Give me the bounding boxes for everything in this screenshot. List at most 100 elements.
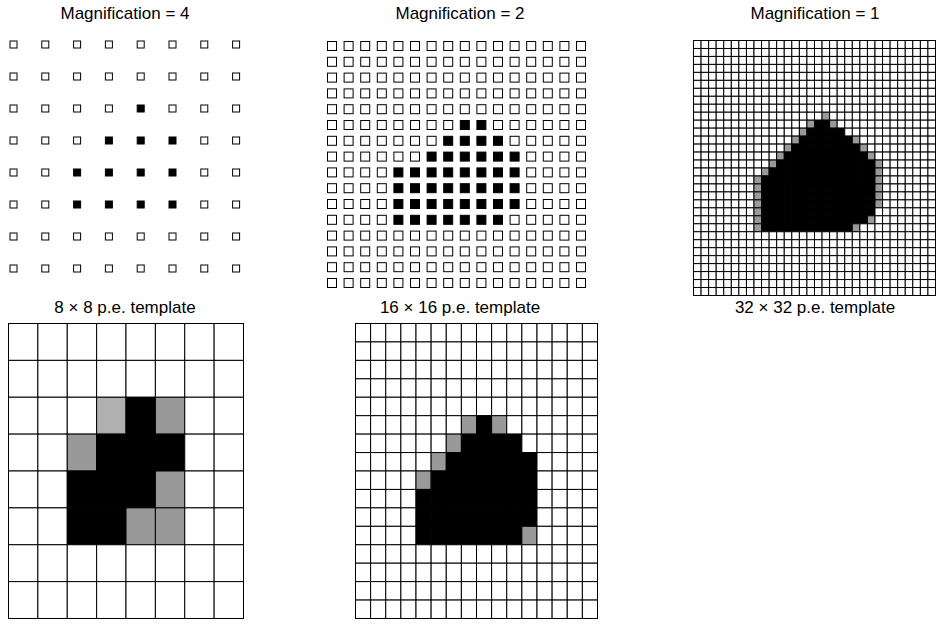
template-cell bbox=[837, 248, 845, 256]
sample-dot bbox=[444, 152, 453, 161]
template-cell bbox=[709, 176, 717, 184]
template-cell bbox=[746, 72, 754, 80]
template-cell bbox=[822, 128, 830, 136]
template-cell bbox=[694, 120, 702, 128]
sample-dot bbox=[460, 73, 469, 82]
template-cell bbox=[890, 48, 898, 56]
template-cell bbox=[920, 112, 928, 120]
template-cell bbox=[777, 64, 785, 72]
template-cell bbox=[807, 56, 815, 64]
sample-dot bbox=[74, 41, 81, 48]
template-cell bbox=[815, 128, 823, 136]
template-cell bbox=[890, 80, 898, 88]
template-cell bbox=[582, 545, 597, 563]
sample-dot bbox=[201, 137, 208, 144]
template-cell bbox=[883, 112, 891, 120]
template-cell bbox=[754, 288, 762, 296]
template-cell bbox=[867, 240, 875, 248]
template-cell bbox=[913, 280, 921, 288]
template-cell bbox=[431, 324, 446, 342]
template-cell bbox=[431, 453, 446, 471]
sample-dot bbox=[444, 121, 453, 130]
sample-dot bbox=[394, 263, 403, 272]
template-cell bbox=[928, 152, 936, 160]
sample-dot bbox=[560, 184, 569, 193]
template-cell bbox=[784, 184, 792, 192]
template-cell bbox=[416, 342, 431, 360]
template-cell bbox=[461, 582, 476, 600]
template-cell bbox=[867, 104, 875, 112]
template-cell bbox=[860, 112, 868, 120]
template-cell bbox=[701, 184, 709, 192]
template-cell bbox=[890, 224, 898, 232]
sample-dot bbox=[344, 57, 353, 66]
template-cell bbox=[913, 144, 921, 152]
template-cell bbox=[913, 176, 921, 184]
sample-dot bbox=[344, 105, 353, 114]
template-cell bbox=[709, 64, 717, 72]
template-cell bbox=[913, 48, 921, 56]
sample-dot bbox=[527, 57, 536, 66]
sample-dot bbox=[394, 57, 403, 66]
sample-dot bbox=[394, 42, 403, 51]
template-cell bbox=[830, 232, 838, 240]
template-cell bbox=[860, 192, 868, 200]
template-cell bbox=[890, 96, 898, 104]
template-cell bbox=[777, 248, 785, 256]
template-cell bbox=[762, 264, 770, 272]
sample-dot bbox=[42, 201, 49, 208]
template-cell bbox=[746, 192, 754, 200]
template-cell bbox=[928, 192, 936, 200]
template-cell bbox=[830, 272, 838, 280]
template-cell bbox=[731, 280, 739, 288]
template-cell bbox=[905, 232, 913, 240]
template-cell bbox=[709, 56, 717, 64]
template-cell bbox=[731, 208, 739, 216]
template-cell bbox=[724, 264, 732, 272]
template-cell bbox=[822, 232, 830, 240]
template-cell bbox=[762, 200, 770, 208]
sample-dot bbox=[201, 73, 208, 80]
template-cell bbox=[784, 72, 792, 80]
template-cell bbox=[898, 200, 906, 208]
template-cell bbox=[860, 240, 868, 248]
template-cell bbox=[746, 184, 754, 192]
template-cell bbox=[701, 48, 709, 56]
template-cell bbox=[492, 416, 507, 434]
template-cell bbox=[807, 96, 815, 104]
template-cell bbox=[716, 80, 724, 88]
sample-dot bbox=[42, 169, 49, 176]
template-cell bbox=[724, 144, 732, 152]
sample-dot bbox=[105, 73, 112, 80]
template-cell bbox=[567, 563, 582, 581]
template-cell bbox=[860, 264, 868, 272]
template-cell bbox=[731, 120, 739, 128]
template-cell bbox=[920, 224, 928, 232]
sample-dot bbox=[361, 215, 370, 224]
template-cell bbox=[883, 216, 891, 224]
template-cell bbox=[716, 64, 724, 72]
sample-dot bbox=[510, 42, 519, 51]
template-cell bbox=[905, 88, 913, 96]
template-cell bbox=[522, 582, 537, 600]
template-cell bbox=[739, 56, 747, 64]
template-cell bbox=[867, 264, 875, 272]
template-cell bbox=[461, 397, 476, 415]
template-cell bbox=[792, 80, 800, 88]
template-cell bbox=[905, 112, 913, 120]
template-cell bbox=[507, 397, 522, 415]
template-cell bbox=[875, 96, 883, 104]
template-cell bbox=[890, 168, 898, 176]
template-cell bbox=[784, 272, 792, 280]
template-cell bbox=[731, 264, 739, 272]
sample-dot bbox=[377, 200, 386, 209]
template-cell bbox=[845, 120, 853, 128]
sample-dot bbox=[361, 168, 370, 177]
template-cell bbox=[739, 216, 747, 224]
sample-dot bbox=[10, 41, 17, 48]
sample-dot bbox=[527, 121, 536, 130]
template-cell bbox=[837, 152, 845, 160]
template-cell bbox=[845, 272, 853, 280]
sample-dot bbox=[394, 200, 403, 209]
template-cell bbox=[507, 545, 522, 563]
